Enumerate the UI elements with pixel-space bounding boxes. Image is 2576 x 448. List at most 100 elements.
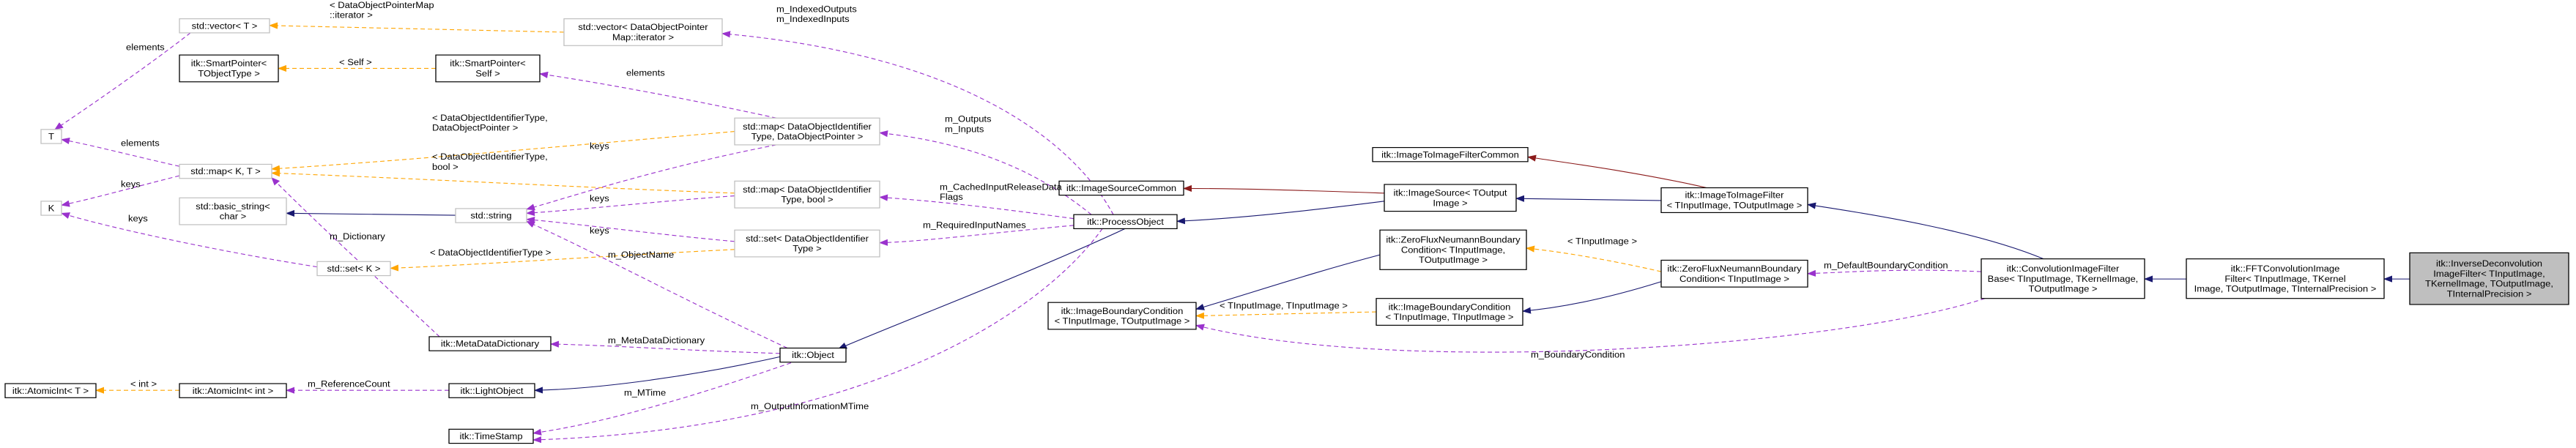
node-map-bool[interactable]: std::map< DataObjectIdentifierType, bool… — [734, 180, 880, 209]
node-box — [1660, 259, 1808, 288]
edge-label-line: < DataObjectIdentifierType > — [430, 248, 551, 258]
node-vector-iterator[interactable]: std::vector< DataObjectPointerMap::itera… — [563, 18, 723, 46]
node-label-line: itk::ImageBoundaryCondition — [1389, 302, 1511, 312]
edge-timestamp-mtime — [532, 362, 792, 436]
edge-vectoriter-process — [721, 31, 1114, 215]
edge-label-int-tmpl: < int > — [130, 379, 157, 389]
edge-label-bc-tmpl: < TInputImage, TInputImage > — [1220, 301, 1348, 310]
node-atomic-int[interactable]: itk::AtomicInt< int > — [179, 383, 287, 398]
edge-label-output-mtime: m_OutputInformationMTime — [751, 401, 869, 411]
node-box — [2186, 258, 2385, 299]
node-label-line: Base< TInputImage, TKernelImage, — [1988, 274, 2139, 283]
node-label-line: Type, DataObjectPointer > — [751, 132, 864, 141]
node-box — [40, 201, 62, 216]
node-label-line: ImageFilter< TInputImage, — [2433, 269, 2545, 278]
node-light-object[interactable]: itk::LightObject — [448, 383, 535, 398]
node-process-object[interactable]: itk::ProcessObject — [1073, 214, 1178, 230]
node-box — [179, 54, 279, 83]
node-label-line: itk::ConvolutionImageFilter — [2007, 264, 2120, 274]
node-boundary-condition-base[interactable]: itk::ImageBoundaryCondition< TInputImage… — [1047, 302, 1197, 330]
node-label-line: std::vector< T > — [192, 21, 258, 31]
node-object[interactable]: itk::Object — [779, 347, 847, 363]
node-label-line: std::string — [470, 211, 511, 220]
node-label-line: TObjectType > — [198, 69, 260, 78]
node-label-line: itk::ImageToImageFilter — [1685, 190, 1784, 200]
node-box — [1047, 302, 1197, 330]
edge-label-line: m_Dictionary — [330, 232, 386, 242]
node-std-basic-string[interactable]: std::basic_string<char > — [179, 197, 287, 225]
edge-vector-iter-tmpl — [269, 22, 565, 33]
edge-mapbool-process — [879, 194, 1074, 220]
node-label-line: Map::iterator > — [612, 32, 674, 42]
edge-label-set-tmpl: < DataObjectIdentifierType > — [430, 248, 551, 258]
edge-label-self-ptr: < Self > — [339, 57, 372, 67]
edge-label-line: m_ReferenceCount — [308, 379, 390, 389]
edge-k-set — [61, 212, 318, 268]
node-label-line: Condition< TInputImage > — [1679, 274, 1789, 283]
node-t-param[interactable]: T — [40, 129, 62, 144]
node-label-line: itk::ZeroFluxNeumannBoundary — [1667, 264, 1802, 274]
node-label-line: TOutputImage > — [2029, 284, 2098, 294]
node-label-line: std::set< K > — [327, 264, 381, 274]
node-box — [179, 383, 287, 398]
node-label-line: TKernelImage, TOutputImage, — [2425, 279, 2553, 288]
edge-string-set — [526, 217, 735, 242]
edge-bcbase-zfbase — [1195, 254, 1381, 310]
node-label-line: itk::AtomicInt< T > — [12, 386, 89, 395]
edge-metadict-object — [550, 340, 781, 354]
node-image-to-image-filter[interactable]: itk::ImageToImageFilter< TInputImage, TO… — [1660, 187, 1808, 214]
node-std-map-kt[interactable]: std::map< K, T > — [179, 163, 272, 179]
node-label-line: Image, TOutputImage, TInternalPrecision … — [2194, 284, 2377, 294]
node-image-source-common[interactable]: itk::ImageSourceCommon — [1058, 180, 1184, 196]
node-std-string[interactable]: std::string — [455, 208, 527, 223]
edge-label-line: m_Outputs — [945, 114, 992, 124]
node-k-param[interactable]: K — [40, 201, 62, 216]
node-boundary-condition-input[interactable]: itk::ImageBoundaryCondition< TInputImage… — [1376, 298, 1523, 326]
node-label-line: T — [48, 132, 54, 141]
edge-label-line: < int > — [130, 379, 157, 389]
edge-label-elements-map: elements — [626, 68, 665, 78]
node-label-line: K — [48, 204, 55, 213]
node-label-line: itk::InverseDeconvolution — [2436, 259, 2542, 269]
edge-map-mapptr-tmpl — [271, 131, 735, 172]
edge-label-line: m_Inputs — [945, 124, 984, 134]
node-box — [179, 18, 270, 34]
edge-label-line: < Self > — [339, 57, 372, 67]
edge-set-set-tmpl — [390, 249, 735, 272]
edge-string-process-required — [879, 225, 1074, 246]
node-set-identifier[interactable]: std::set< DataObjectIdentifierType > — [734, 229, 880, 258]
edge-label-line: m_CachedInputReleaseData — [940, 182, 1062, 192]
node-std-vector-t[interactable]: std::vector< T > — [179, 18, 270, 34]
edge-t-vector — [54, 32, 191, 130]
node-smart-pointer-type[interactable]: itk::SmartPointer<TObjectType > — [179, 54, 279, 83]
node-box — [316, 261, 391, 277]
edge-label-line: elements — [126, 42, 165, 52]
node-box — [448, 428, 534, 444]
node-std-set-k[interactable]: std::set< K > — [316, 261, 391, 277]
node-image-source[interactable]: itk::ImageSource< TOutputImage > — [1384, 184, 1517, 212]
edge-label-keys-k-map: keys — [121, 179, 141, 189]
node-box — [448, 383, 535, 398]
node-box — [1376, 298, 1523, 326]
edge-smartself-mapptr — [539, 71, 777, 119]
edge-label-line: Flags — [940, 193, 963, 202]
node-atomic-int-t[interactable]: itk::AtomicInt< T > — [4, 383, 97, 398]
node-box — [1372, 146, 1529, 163]
edge-label-meta-dict: m_MetaDataDictionary — [608, 336, 705, 346]
node-meta-data-dictionary[interactable]: itk::MetaDataDictionary — [428, 336, 552, 351]
node-map-pointer[interactable]: std::map< DataObjectIdentifierType, Data… — [734, 117, 880, 146]
node-smart-pointer-self[interactable]: itk::SmartPointer<Self > — [435, 54, 541, 83]
edge-label-bc: m_BoundaryCondition — [1531, 350, 1625, 359]
node-label-line: Self > — [475, 69, 500, 78]
node-time-stamp[interactable]: itk::TimeStamp — [448, 428, 534, 444]
node-box — [734, 117, 880, 146]
node-image-to-image-filter-common[interactable]: itk::ImageToImageFilterCommon — [1372, 146, 1529, 163]
node-box — [179, 197, 287, 225]
